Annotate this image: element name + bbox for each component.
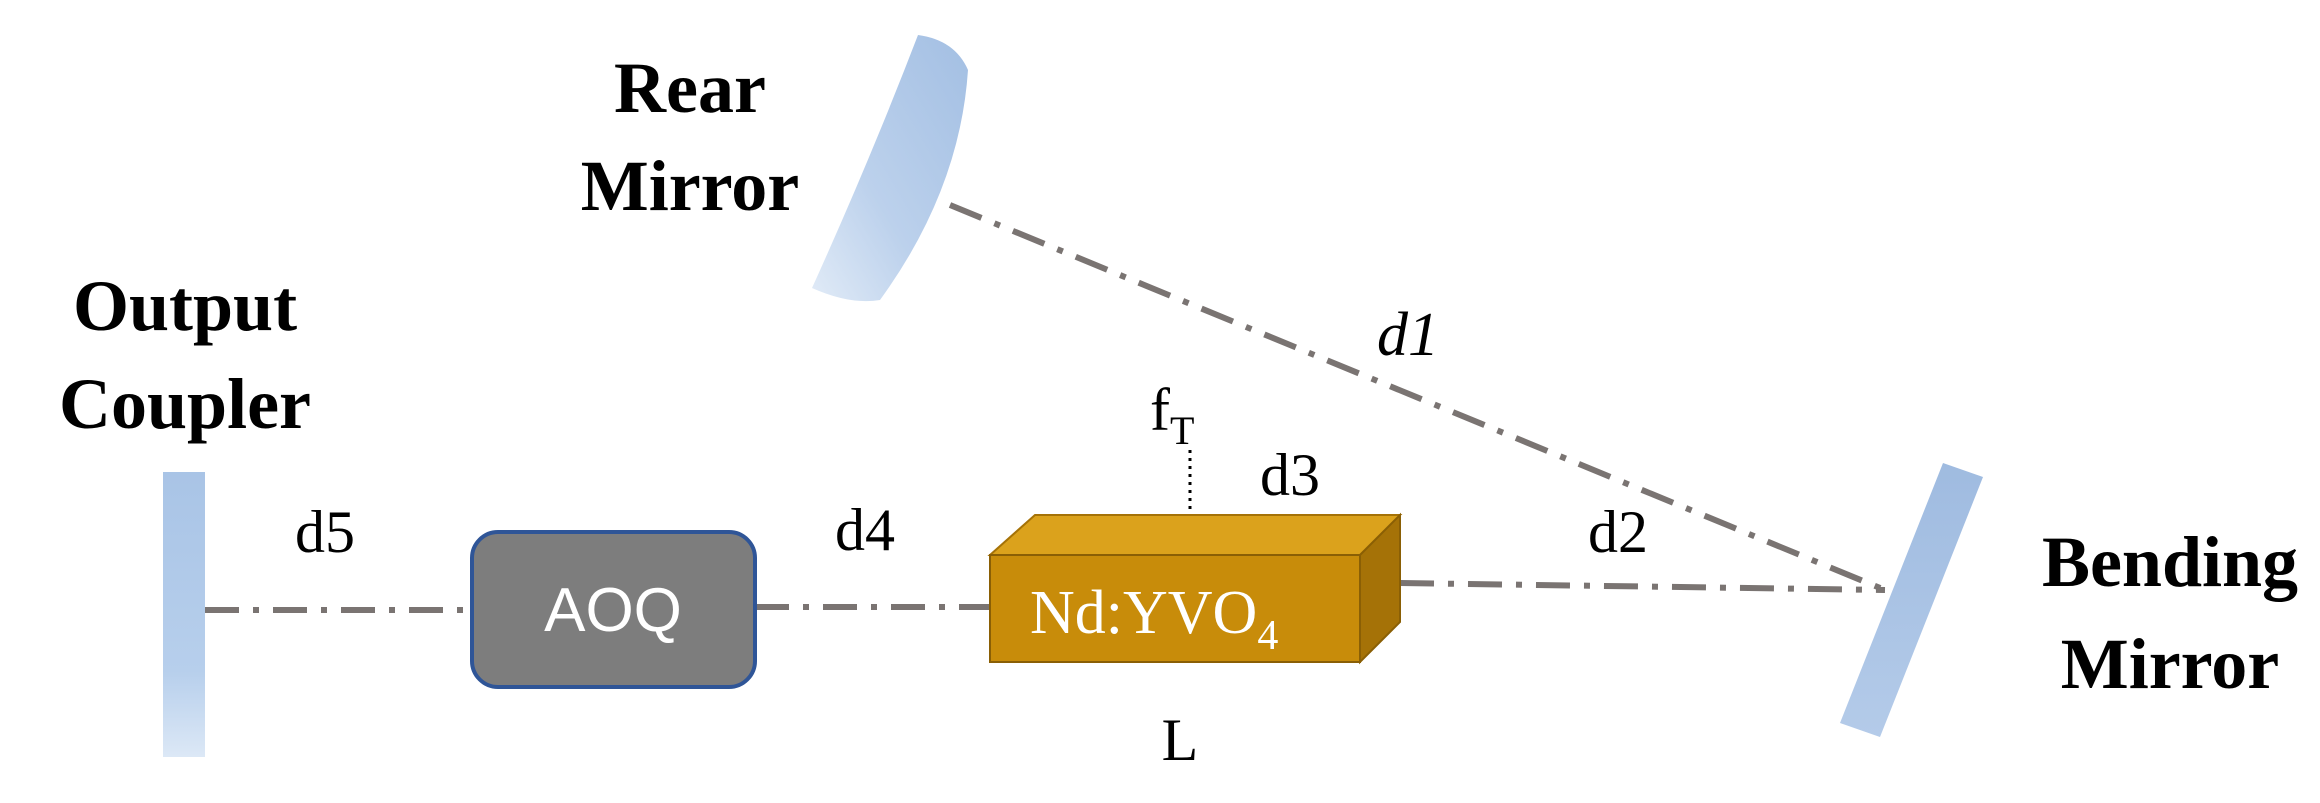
output-coupler-label-line2: Coupler bbox=[59, 364, 311, 444]
bending-mirror-label-line1: Bending bbox=[2042, 522, 2298, 602]
crystal-label: Nd:YVO4 bbox=[1030, 579, 1278, 659]
thermal-focal-length-subscript: T bbox=[1170, 408, 1194, 453]
bending-mirror-label-line2: Mirror bbox=[2061, 624, 2280, 704]
crystal-length-label: L bbox=[1162, 707, 1199, 773]
crystal-top-face bbox=[987, 514, 1403, 556]
output-coupler-mirror bbox=[163, 472, 205, 757]
thermal-focal-length-label: fT bbox=[1150, 377, 1194, 453]
distance-d3-label: d3 bbox=[1260, 442, 1320, 508]
bending-mirror bbox=[1840, 463, 1983, 737]
distance-d4-label: d4 bbox=[835, 497, 895, 563]
aoq-modulator: AOQ bbox=[470, 530, 757, 689]
beam-segment-d2 bbox=[1399, 580, 1886, 593]
rear-mirror-label-line1: Rear bbox=[614, 48, 766, 128]
crystal-label-subscript: 4 bbox=[1257, 613, 1278, 659]
rear-mirror-label-line2: Mirror bbox=[581, 146, 800, 226]
crystal-front-face bbox=[989, 554, 1361, 663]
distance-d2-label: d2 bbox=[1588, 499, 1648, 565]
aoq-box bbox=[470, 530, 757, 689]
distance-d5-label: d5 bbox=[295, 499, 355, 565]
nd-yvo4-crystal: Nd:YVO4 bbox=[987, 512, 1403, 665]
beam-path bbox=[205, 202, 1887, 613]
beam-segment-d1 bbox=[948, 202, 1887, 593]
output-coupler-label-line1: Output bbox=[73, 266, 297, 346]
aoq-label: AOQ bbox=[544, 576, 682, 645]
distance-d1-label: d1 bbox=[1377, 301, 1439, 369]
rear-mirror bbox=[812, 35, 968, 302]
